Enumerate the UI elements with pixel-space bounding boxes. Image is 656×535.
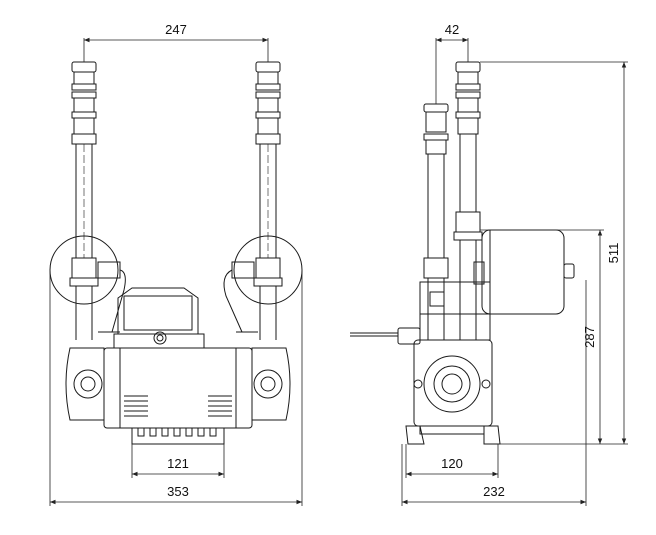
front-pump-heads [65,347,291,421]
dimension-labels: 247 121 353 42 120 232 287 511 [165,22,621,499]
front-base [131,427,225,445]
dim-label-120: 120 [441,456,463,471]
side-pump-housing [413,339,493,427]
side-motor-can [473,229,575,315]
dim-label-121: 121 [167,456,189,471]
dim-label-247: 247 [165,22,187,37]
dim-label-353: 353 [167,484,189,499]
side-cable-gland [350,327,421,345]
dim-label-511: 511 [606,243,621,264]
front-left-pipe [69,61,99,340]
front-right-pipe [253,61,283,340]
front-motor-body [103,347,253,429]
front-view [49,61,303,445]
side-view [350,61,575,445]
dimensions [49,37,628,506]
side-feet [405,425,501,445]
dim-label-287: 287 [582,326,597,348]
side-rear-pipe [423,103,449,340]
dim-label-42: 42 [445,22,459,37]
side-front-pipe [453,61,483,340]
front-terminal-box [113,287,205,349]
side-junction [419,281,491,341]
dim-label-232: 232 [483,484,505,499]
